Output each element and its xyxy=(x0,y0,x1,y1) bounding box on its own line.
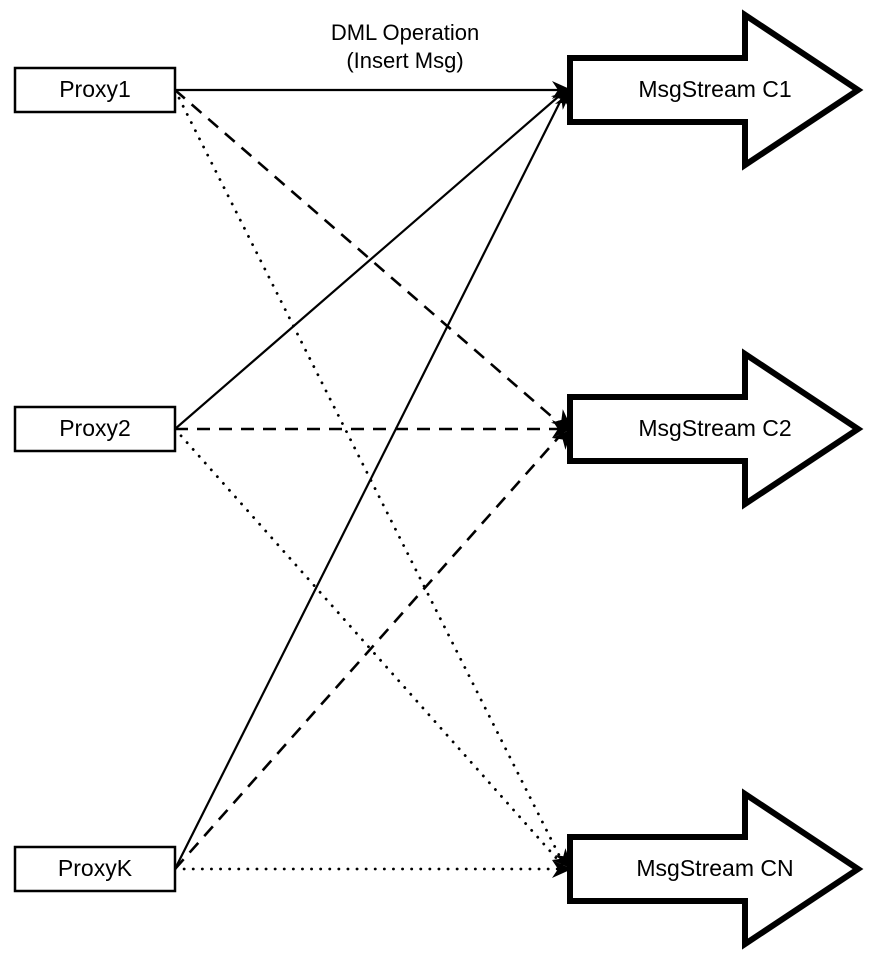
proxy-label-proxy2: Proxy2 xyxy=(59,415,131,441)
msgstream-label-msgstream-c2: MsgStream C2 xyxy=(638,415,791,441)
msgstream-node-msgstream-c2[interactable]: MsgStream C2 xyxy=(567,348,864,510)
msgstream-label-msgstream-c1: MsgStream C1 xyxy=(638,76,791,102)
msgstream-arrow-shape-msgstream-c2[interactable] xyxy=(567,348,864,510)
dml-operation-label-line1: DML Operation xyxy=(331,20,479,45)
proxy-label-proxyk: ProxyK xyxy=(58,855,133,881)
arrowhead-proxyk-to-msgstream-c2 xyxy=(551,429,572,450)
arrowheads-layer xyxy=(550,81,572,878)
annotations-layer: DML Operation (Insert Msg) xyxy=(331,20,479,73)
arrowhead-proxy2-to-msgstream-cn xyxy=(551,848,572,869)
proxy-label-proxy1: Proxy1 xyxy=(59,76,131,102)
edge-proxyk-to-msgstream-c1 xyxy=(174,89,567,870)
msgstream-label-msgstream-cn: MsgStream CN xyxy=(636,855,793,881)
proxy-box-proxy1[interactable] xyxy=(13,66,177,114)
edge-proxy2-to-msgstream-c1 xyxy=(174,89,567,430)
proxy-node-proxy1[interactable]: Proxy1 xyxy=(13,66,177,114)
arrowhead-proxy2-to-msgstream-c2 xyxy=(552,420,572,438)
proxy-node-proxyk[interactable]: ProxyK xyxy=(13,845,177,893)
edge-proxy2-to-msgstream-cn xyxy=(173,427,568,871)
dml-operation-label-line2: (Insert Msg) xyxy=(346,48,463,73)
msgstream-node-msgstream-cn[interactable]: MsgStream CN xyxy=(567,788,864,950)
msgstream-arrow-shape-msgstream-c1[interactable] xyxy=(567,9,864,171)
arrowhead-proxyk-to-msgstream-cn xyxy=(552,860,572,878)
msgstream-arrow-shape-msgstream-cn[interactable] xyxy=(567,788,864,950)
msgstream-node-msgstream-c1[interactable]: MsgStream C1 xyxy=(567,9,864,171)
edges-layer xyxy=(173,88,568,871)
streams-layer: MsgStream C1 MsgStream C2 MsgStream CN xyxy=(567,9,864,950)
edge-proxyk-to-msgstream-c2 xyxy=(174,428,567,870)
proxy-node-proxy2[interactable]: Proxy2 xyxy=(13,405,177,453)
proxy-box-proxy2[interactable] xyxy=(13,405,177,453)
proxy-box-proxyk[interactable] xyxy=(13,845,177,893)
